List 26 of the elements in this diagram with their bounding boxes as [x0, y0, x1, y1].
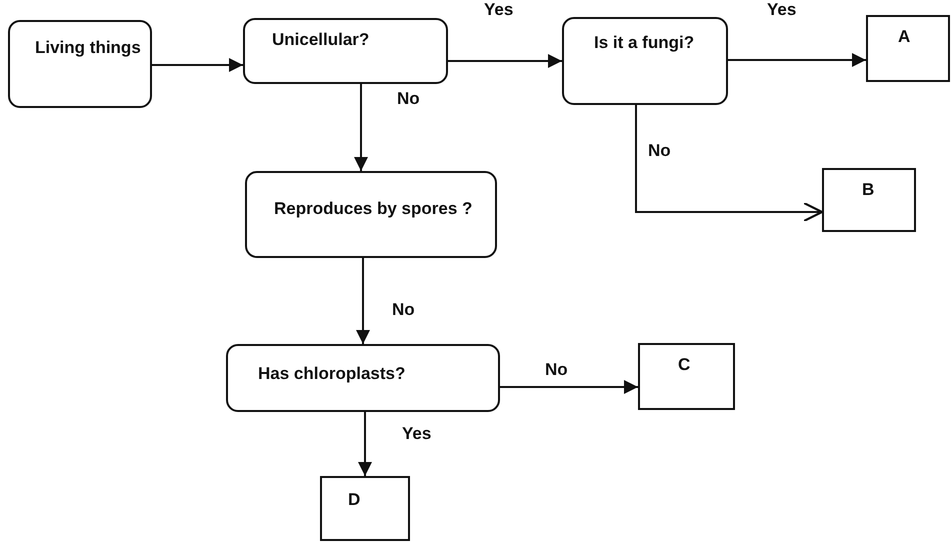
- arrow: [358, 412, 372, 476]
- process-box: [8, 20, 152, 108]
- process-box: [245, 171, 497, 258]
- arrow: [356, 258, 370, 344]
- node-text: B: [862, 180, 876, 200]
- node-text: C: [678, 355, 692, 376]
- node-text: Is it a fungi?: [594, 33, 696, 54]
- process-box: [562, 17, 728, 105]
- node-text: Unicellular?: [272, 30, 370, 50]
- process-box: [226, 344, 500, 412]
- node-text: Reproduces by spores ?: [274, 199, 474, 220]
- arrow: [500, 380, 638, 394]
- arrow: [728, 53, 866, 67]
- arrow: [354, 84, 368, 171]
- arrow: [152, 58, 243, 72]
- node-text: Living things: [35, 38, 142, 58]
- node-text: Has chloroplasts?: [258, 364, 406, 384]
- node-text: D: [348, 490, 362, 510]
- result-box: [866, 15, 950, 82]
- result-box: [822, 168, 916, 232]
- node-text: A: [898, 27, 912, 48]
- process-box: [243, 18, 448, 84]
- arrow: [448, 54, 562, 68]
- arrow: [635, 105, 824, 222]
- result-box: [320, 476, 410, 541]
- result-box: [638, 343, 735, 410]
